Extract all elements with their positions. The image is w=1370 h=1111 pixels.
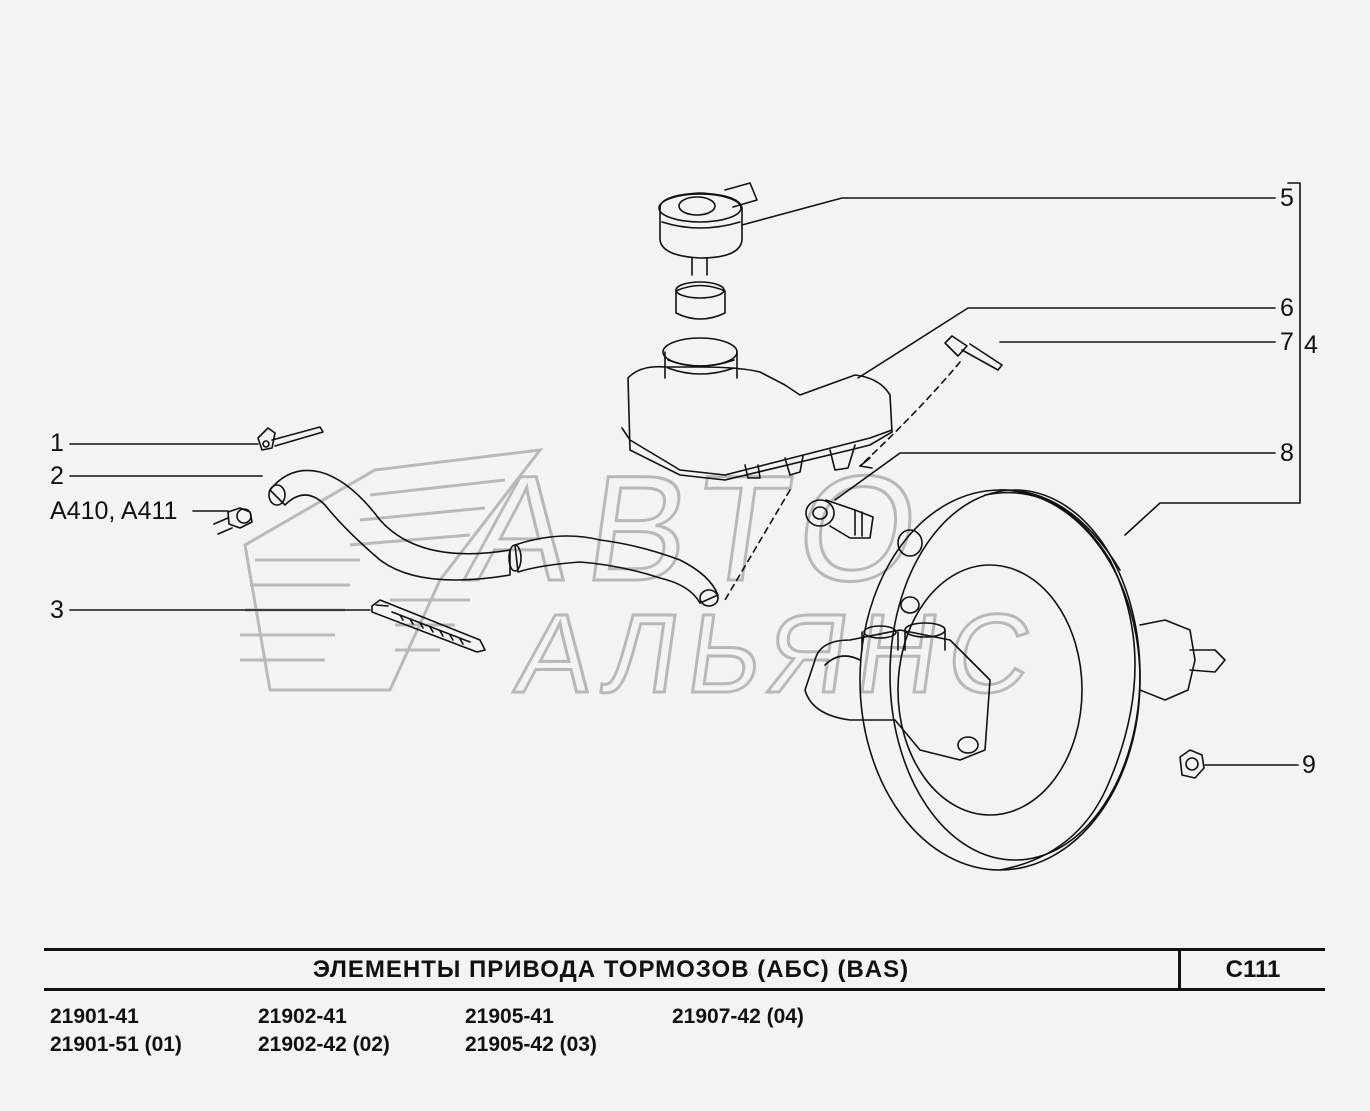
model-code: 21901-51 (01): [50, 1033, 182, 1056]
parts-drawing: АВТО АЛЬЯНС: [69, 182, 1301, 871]
watermark-line-2: АЛЬЯНС: [509, 591, 1048, 716]
model-code: 21902-42 (02): [258, 1033, 390, 1056]
callout-3: 3: [50, 596, 64, 624]
model-list: 21901-41 21901-51 (01) 21902-41 21902-42…: [50, 1005, 1050, 1065]
model-code: 21901-41: [50, 1005, 139, 1028]
callout-2: 2: [50, 462, 64, 490]
model-code: 21905-41: [465, 1005, 554, 1028]
brake-booster: [859, 489, 1226, 871]
master-cylinder: [804, 596, 991, 761]
callout-a410-a411: A410, A411: [50, 497, 178, 525]
model-code: 21902-41: [258, 1005, 347, 1028]
callout-8: 8: [1280, 439, 1294, 467]
part-9-nut: [1179, 749, 1205, 779]
part-2-hose: [268, 469, 719, 607]
callout-9: 9: [1302, 751, 1316, 779]
title-block: ЭЛЕМЕНТЫ ПРИВОДА ТОРМОЗОВ (АБС) (BAS) C1…: [44, 948, 1325, 991]
leader-lines: [69, 182, 1301, 766]
callout-7: 7: [1280, 328, 1294, 356]
part-7-pin: [859, 335, 1003, 469]
part-5-reservoir-cap: [658, 182, 758, 320]
part-1-bracket: [257, 426, 324, 451]
part-8-grommet: [724, 489, 874, 601]
part-3-cable-tie: [371, 599, 486, 653]
fitting-a410: [213, 507, 253, 535]
callout-5: 5: [1280, 184, 1294, 212]
title-divider: [1178, 951, 1181, 988]
callout-4: 4: [1304, 331, 1318, 359]
page-code: C111: [1225, 955, 1281, 983]
page-title: ЭЛЕМЕНТЫ ПРИВОДА ТОРМОЗОВ (АБС) (BAS): [312, 955, 910, 983]
watermark-line-1: АВТО: [459, 445, 946, 612]
part-6-reservoir: [621, 337, 893, 481]
model-code: 21907-42 (04): [672, 1005, 804, 1028]
callout-6: 6: [1280, 294, 1294, 322]
model-code: 21905-42 (03): [465, 1033, 597, 1056]
callout-1: 1: [50, 429, 64, 457]
